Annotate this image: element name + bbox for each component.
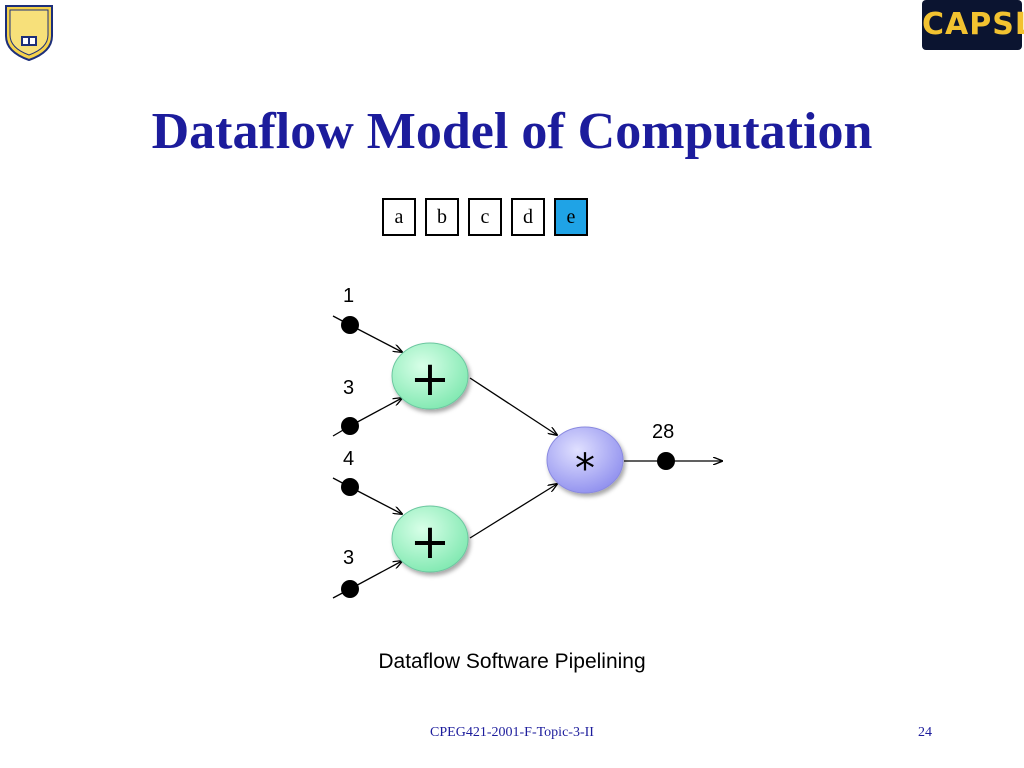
queue-cell-label: b <box>437 206 447 228</box>
input-value-label: 3 <box>343 547 355 569</box>
queue-cell: d <box>511 198 545 236</box>
edge-add1-to-mul <box>469 377 557 435</box>
input-value-label: 3 <box>343 377 355 399</box>
queue-cell-label: d <box>523 206 533 228</box>
queue-cell: c <box>468 198 502 236</box>
queue-cell: b <box>425 198 459 236</box>
multiply-node: * <box>546 426 624 494</box>
edge-input-2 <box>349 398 402 427</box>
token-dot <box>341 316 359 334</box>
add-node-1: + <box>391 342 469 410</box>
diagram-caption: Dataflow Software Pipelining <box>378 650 646 673</box>
input-value-label: 4 <box>343 448 355 470</box>
token-dot <box>341 580 359 598</box>
output-value-label: 28 <box>652 421 675 443</box>
queue-cell-label: c <box>480 206 490 228</box>
slide-footer: CPEG421-2001-F-Topic-3-II <box>430 725 594 740</box>
queue-cell-label: a <box>394 206 404 228</box>
queue-cell: a <box>382 198 416 236</box>
edge-input-4 <box>349 561 402 590</box>
add-operator-label: + <box>410 514 450 570</box>
queue-cell-label: e <box>566 206 576 228</box>
page-number: 24 <box>918 725 932 740</box>
edge-input-1 <box>349 324 402 352</box>
add-node-2: + <box>391 505 469 573</box>
output-token-dot <box>657 452 675 470</box>
capsl-logo: CAPSL <box>922 0 1024 50</box>
edge-input-3 <box>349 486 402 514</box>
university-of-delaware-logo <box>2 2 56 62</box>
token-dot <box>341 478 359 496</box>
multiply-operator-label: * <box>575 446 595 492</box>
queue-cell-highlighted: e <box>554 198 588 236</box>
slide-title: Dataflow Model of Computation <box>151 103 873 160</box>
capsl-logo-text: CAPSL <box>922 7 1024 42</box>
edge-add2-to-mul <box>469 484 557 539</box>
add-operator-label: + <box>410 351 450 407</box>
input-value-label: 1 <box>343 285 355 307</box>
token-dot <box>341 417 359 435</box>
